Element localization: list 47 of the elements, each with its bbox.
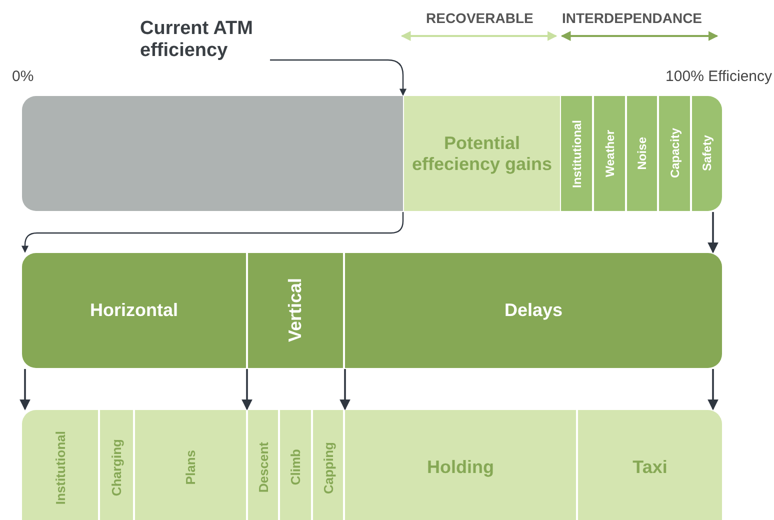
segment-label: Holding	[427, 457, 494, 478]
arrow	[708, 369, 718, 410]
bar-segment	[627, 96, 657, 211]
segment-label: Potential effeciency gains	[410, 132, 554, 174]
scale-label: 100% Efficiency	[666, 68, 772, 85]
bar-segment	[248, 253, 343, 368]
segment-label: Delays	[504, 300, 563, 321]
bar-segment	[578, 410, 722, 520]
bar-segment	[594, 96, 625, 211]
bar-segment	[22, 96, 403, 211]
segment-label: Institutional	[52, 430, 68, 504]
bar-segment	[280, 410, 311, 520]
segment-label: Institutional	[570, 120, 584, 188]
segment-label: Climb	[288, 449, 303, 486]
segment-label: Vertical	[285, 278, 306, 343]
segment-label: Safety	[700, 135, 714, 172]
arrow	[21, 212, 404, 253]
bar-segment	[22, 253, 246, 368]
segment-label: Taxi	[632, 457, 668, 478]
arrow	[340, 369, 350, 410]
bar-segment	[561, 96, 592, 211]
arrow	[20, 369, 30, 410]
bar-segment	[659, 96, 690, 211]
callout-text: Current ATM efficiency	[140, 12, 270, 68]
segment-label: Charging	[109, 438, 124, 496]
segment-label: Capping	[320, 442, 336, 494]
arrow	[242, 369, 252, 410]
bar-segment	[692, 96, 722, 211]
bar-segment	[100, 410, 133, 520]
bar-segment	[345, 253, 722, 368]
segment-label: Plans	[183, 450, 198, 485]
leader-line	[270, 59, 407, 96]
bar-segment	[135, 410, 246, 520]
bar-segment	[22, 410, 98, 520]
range-label: INTERDEPENDANCE	[562, 10, 702, 26]
bar-segment	[313, 410, 343, 520]
segment-label: Horizontal	[90, 300, 178, 321]
segment-label: Noise	[635, 137, 649, 170]
bar-segment	[345, 410, 576, 520]
bar-segment	[248, 410, 278, 520]
segment-label: Descent	[256, 442, 270, 493]
bar-segment	[404, 96, 560, 211]
range-label: RECOVERABLE	[426, 10, 534, 26]
segment-label: Capacity	[668, 128, 682, 179]
segment-label: Weather	[602, 130, 616, 178]
arrow	[708, 212, 718, 254]
scale-label: 0%	[12, 68, 34, 85]
